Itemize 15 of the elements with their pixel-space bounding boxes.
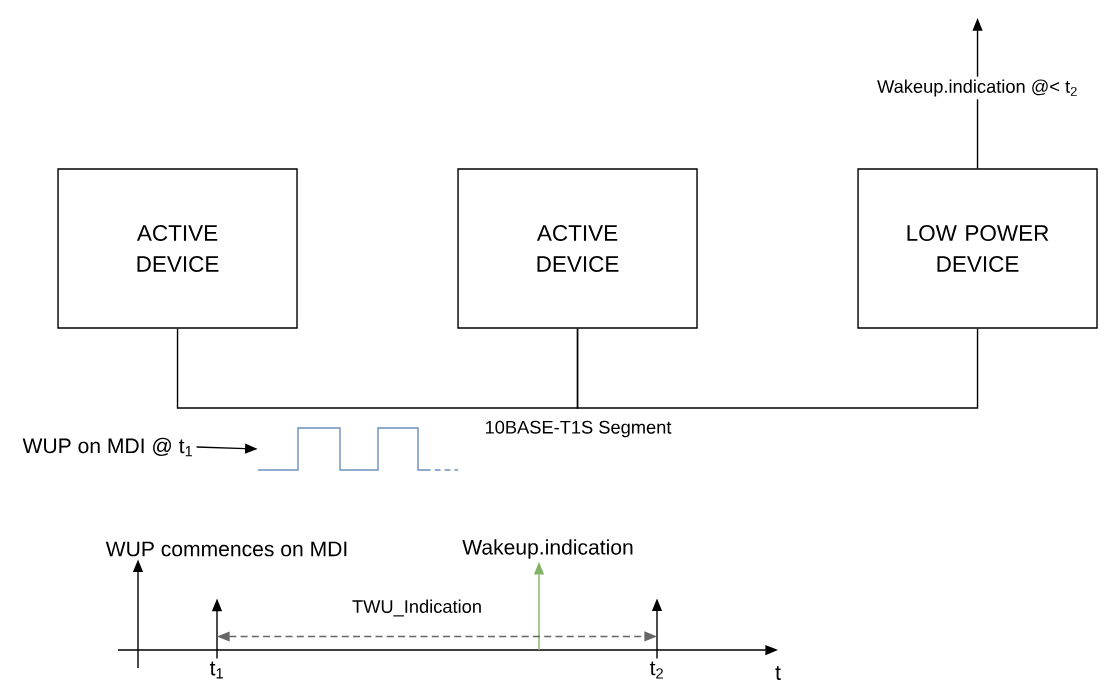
signal-label: WUP on MDI @ t$_{1}$ <box>22 437 193 457</box>
device-box: ACTIVE DEVICE <box>57 168 298 329</box>
time-label: t$_{2}$ <box>649 661 663 679</box>
waveform-drawing <box>257 427 459 471</box>
edge-label: TWU_Indication <box>349 596 485 620</box>
time-label: t$_{1}$ <box>209 661 223 679</box>
axis-label: t <box>775 666 781 680</box>
edge-label: Wakeup.indication @< t$_{2}$ <box>874 76 1081 100</box>
connector-line <box>576 328 979 409</box>
event-label: WUP commences on MDI <box>105 541 347 557</box>
connector-line <box>176 328 579 409</box>
segment-label: 10BASE-T1S Segment <box>485 420 672 438</box>
device-box: ACTIVE DEVICE <box>457 168 698 329</box>
event-label: Wakeup.indication <box>462 539 633 559</box>
device-box: LOW POWER DEVICE <box>857 168 1098 329</box>
